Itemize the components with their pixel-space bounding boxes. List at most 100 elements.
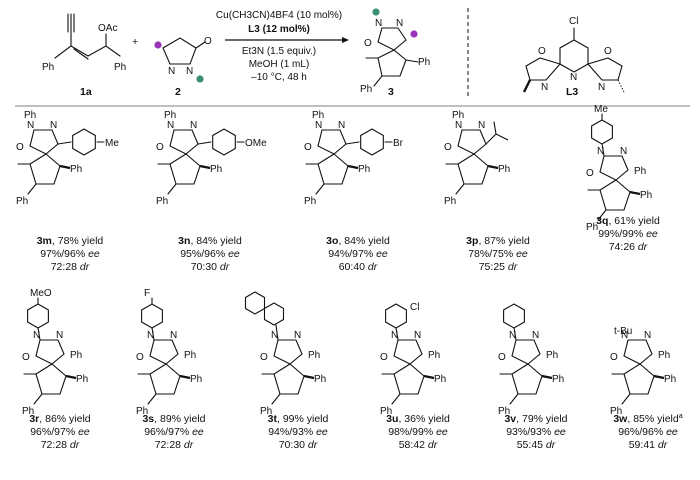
compound-yield: 3q, 61% yield [596,215,660,227]
nitrogen-label: N [541,82,548,93]
yield-value: , 61% yield [608,215,660,227]
ee-unit: ee [88,248,100,260]
ph-label: Ph [418,57,430,68]
oxygen-label: O [604,46,612,57]
para-substituent-label: Br [393,138,404,149]
ph-label: Ph [358,164,370,175]
ph-label: Ph [42,62,54,73]
pyrazolone-ring [35,339,65,365]
phenyl-bond [455,183,465,195]
condition-temperature: –10 °C, 48 h [251,72,307,83]
dr-unit: dr [546,439,556,451]
pyrazolone-ring [623,339,653,365]
wedge-bond [303,374,315,380]
condition-base: Et3N (1.5 equiv.) [242,46,316,57]
compound-ee: 97%/96% ee [40,248,100,260]
dr-unit: dr [184,439,194,451]
yield-value: , 36% yield [398,413,450,425]
reaction-conditions: Cu(CH3CN)4BF4 (10 mol%) L3 (12 mol%) Et3… [216,10,349,83]
ph-label: Ph [360,84,372,95]
ph-label: Ph [260,406,272,417]
ortho-substituent-label: Cl [410,302,419,313]
ee-value: 98%/99% [388,426,436,438]
nitrogen-label: N [532,330,539,341]
aryl-ring [72,128,96,156]
aryl-bond [345,141,360,145]
compound-ee: 93%/93% ee [506,426,566,438]
phenyl-bond [271,393,281,405]
nitrogen-label: N [621,330,628,341]
pyrazolone-ring [457,129,487,155]
dr-unit: dr [80,261,90,273]
dr-value: 74:26 [609,241,638,253]
phenyl-bond [621,393,631,405]
compound-id: 3r [29,413,39,425]
yield-value: , 86% yield [39,413,91,425]
ph-label: Ph [22,406,34,417]
dr-value: 72:28 [41,439,70,451]
pyrazolone-ring [511,339,541,365]
n-substituent-label: t-Bu [614,326,632,337]
ee-unit: ee [666,426,678,438]
n-aryl-bond [37,327,41,341]
cyclopentene-ring [149,363,181,395]
dr-unit: dr [508,261,518,273]
nitrogen-label: N [271,330,278,341]
dr-value: 70:30 [191,261,220,273]
ph-label: Ph [434,374,446,385]
cyclopentene-ring [599,179,631,211]
compound-yield: 3s, 89% yield [142,413,205,425]
compound-dr: 72:28 dr [51,261,90,273]
wedge-bond [199,164,211,170]
pyrazolone-ring [273,339,303,365]
compound-yield: 3v, 79% yield [504,413,567,425]
nitrogen-label: N [294,330,301,341]
dr-value: 58:42 [399,439,428,451]
nitrogen-label: N [50,120,57,131]
ph-label: Ph [76,374,88,385]
oxygen-label: O [22,352,30,363]
phenyl-bond [147,393,157,405]
compound-dr: 59:41 dr [629,439,668,451]
pyrazolone-ring [317,129,347,155]
dr-unit: dr [70,439,80,451]
plus-sign: + [132,36,138,48]
dr-value: 59:41 [629,439,658,451]
nitrogen-label: N [338,120,345,131]
n-aryl-bond [513,327,517,341]
reactant-2: O N N 2 [154,36,212,98]
ph-label: Ph [184,350,196,361]
dr-unit: dr [428,439,438,451]
ee-value: 96%/96% [618,426,666,438]
wedge-bond [179,374,191,380]
ee-unit: ee [516,248,528,260]
yield-value: , 84% yield [338,235,390,247]
dr-value: 60:40 [339,261,368,273]
compound-id-3: 3 [388,86,394,98]
compound-dr: 55:45 dr [517,439,556,451]
ee-unit: ee [554,426,566,438]
dr-value: 70:30 [279,439,308,451]
phenyl-bond [391,393,401,405]
ph-label: Ph [380,406,392,417]
yield-value: , 99% yield [277,413,329,425]
compound-ee: 96%/97% ee [30,426,90,438]
para-substituent-label: Me [105,138,119,149]
cyclopentene-ring [623,363,655,395]
pyrazolone-ring [599,155,629,181]
phenyl-bond [597,209,607,221]
ee-value: 94%/93% [268,426,316,438]
compound-ee: 94%/97% ee [328,248,388,260]
nitrogen-label: N [644,330,651,341]
wedge-bond [65,374,77,380]
reactant-1a: OAc Ph Ph 1a [42,13,126,98]
nitrogen-label: N [375,18,382,29]
compound-ee: 95%/96% ee [180,248,240,260]
aryl-bond [57,141,72,145]
isopropyl-group [485,121,509,145]
green-substituent-dot [372,8,380,16]
